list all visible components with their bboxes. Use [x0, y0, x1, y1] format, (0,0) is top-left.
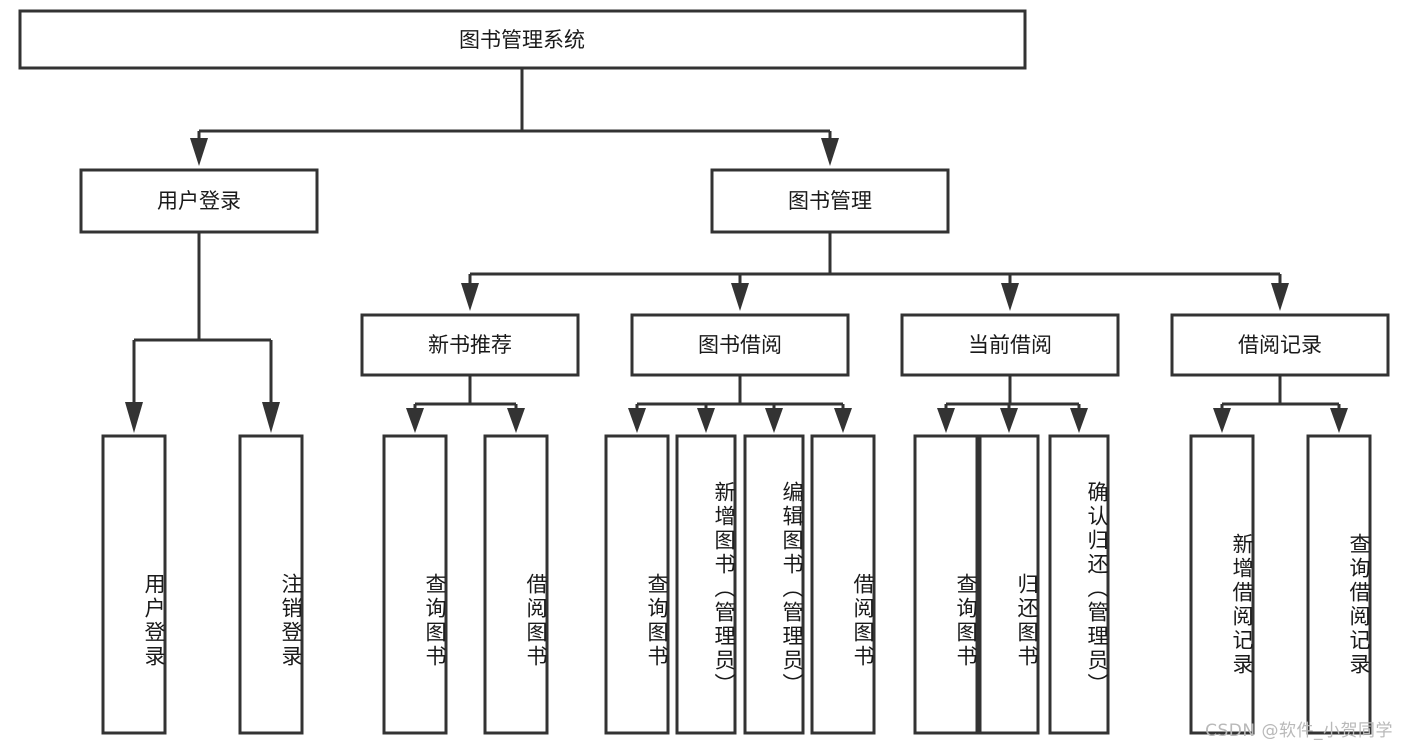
node-root[interactable]: 图书管理系统 [18, 9, 1027, 70]
leaf-borrow-book-1-box[interactable] [483, 434, 549, 735]
node-book-borrow-box[interactable] [630, 313, 850, 377]
node-book-manage-label: 图书管理 [788, 189, 872, 213]
node-current-borrow-box[interactable] [900, 313, 1120, 377]
leaf-query-book-2-box[interactable] [604, 434, 670, 735]
node-root-box[interactable] [18, 9, 1027, 70]
leaf-user-login-box[interactable] [101, 434, 167, 735]
node-user-login-label: 用户登录 [157, 189, 241, 213]
node-new-book-recommend-label: 新书推荐 [428, 333, 512, 357]
arrow-head-leaf-return-book [1000, 408, 1018, 433]
arrow-head-book-borrow [731, 283, 749, 311]
node-current-borrow[interactable]: 当前借阅 [900, 313, 1120, 377]
arrow-head-current-borrow [1001, 283, 1019, 311]
arrow-head-leaf-query-record [1330, 408, 1348, 433]
node-current-borrow-label: 当前借阅 [968, 333, 1052, 357]
arrow-head-leaf-query-book-1 [406, 408, 424, 433]
leaf-query-record-box[interactable] [1306, 434, 1372, 735]
leaf-edit-book-box[interactable] [743, 434, 805, 735]
node-new-book-recommend[interactable]: 新书推荐 [360, 313, 580, 377]
arrow-head-borrow-record [1271, 283, 1289, 311]
node-new-book-recommend-box[interactable] [360, 313, 580, 377]
leaf-return-book-box[interactable] [978, 434, 1040, 735]
arrow-head-leaf-logout-login [262, 402, 280, 433]
connector-group-current-borrow [937, 375, 1088, 433]
leaf-add-record-box[interactable] [1189, 434, 1255, 735]
arrow-head-leaf-edit-book [765, 408, 783, 433]
leaf-borrow-book-2-box[interactable] [810, 434, 876, 735]
node-borrow-record[interactable]: 借阅记录 [1170, 313, 1390, 377]
arrow-head-leaf-borrow-book-2 [834, 408, 852, 433]
node-user-login[interactable]: 用户登录 [79, 168, 319, 234]
leaf-query-book-3-box[interactable] [913, 434, 979, 735]
connector-group-book-borrow [628, 375, 852, 433]
connector-group-borrow-record [1213, 375, 1348, 433]
arrow-head-user-login [190, 138, 208, 166]
arrow-head-leaf-user-login [125, 402, 143, 433]
watermark-text: CSDN @软件_小贺同学 [1205, 721, 1393, 741]
leaf-logout-login-box[interactable] [238, 434, 304, 735]
arrow-head-leaf-add-record [1213, 408, 1231, 433]
connector-group-user-login [125, 232, 280, 433]
arrow-head-new-book-recommend [461, 283, 479, 311]
leaf-query-book-1-box[interactable] [382, 434, 448, 735]
arrow-head-leaf-borrow-book-1 [507, 408, 525, 433]
leaf-box-group [101, 434, 1372, 735]
node-book-borrow[interactable]: 图书借阅 [630, 313, 850, 377]
leaf-confirm-return-box[interactable] [1048, 434, 1110, 735]
arrow-head-leaf-query-book-3 [937, 408, 955, 433]
node-user-login-box[interactable] [79, 168, 319, 234]
node-root-label: 图书管理系统 [459, 28, 585, 52]
arrow-head-leaf-add-book [697, 408, 715, 433]
leaf-add-book-box[interactable] [675, 434, 737, 735]
node-book-manage-box[interactable] [710, 168, 950, 234]
arrow-head-leaf-confirm-return [1070, 408, 1088, 433]
node-borrow-record-box[interactable] [1170, 313, 1390, 377]
node-book-manage[interactable]: 图书管理 [710, 168, 950, 234]
connector-group-new-book-recommend [406, 375, 525, 433]
node-borrow-record-label: 借阅记录 [1238, 333, 1322, 357]
arrow-head-leaf-query-book-2 [628, 408, 646, 433]
connector-group-root [190, 68, 839, 166]
node-book-borrow-label: 图书借阅 [698, 333, 782, 357]
arrow-head-book-manage [821, 138, 839, 166]
connector-group-book-manage [461, 232, 1289, 311]
